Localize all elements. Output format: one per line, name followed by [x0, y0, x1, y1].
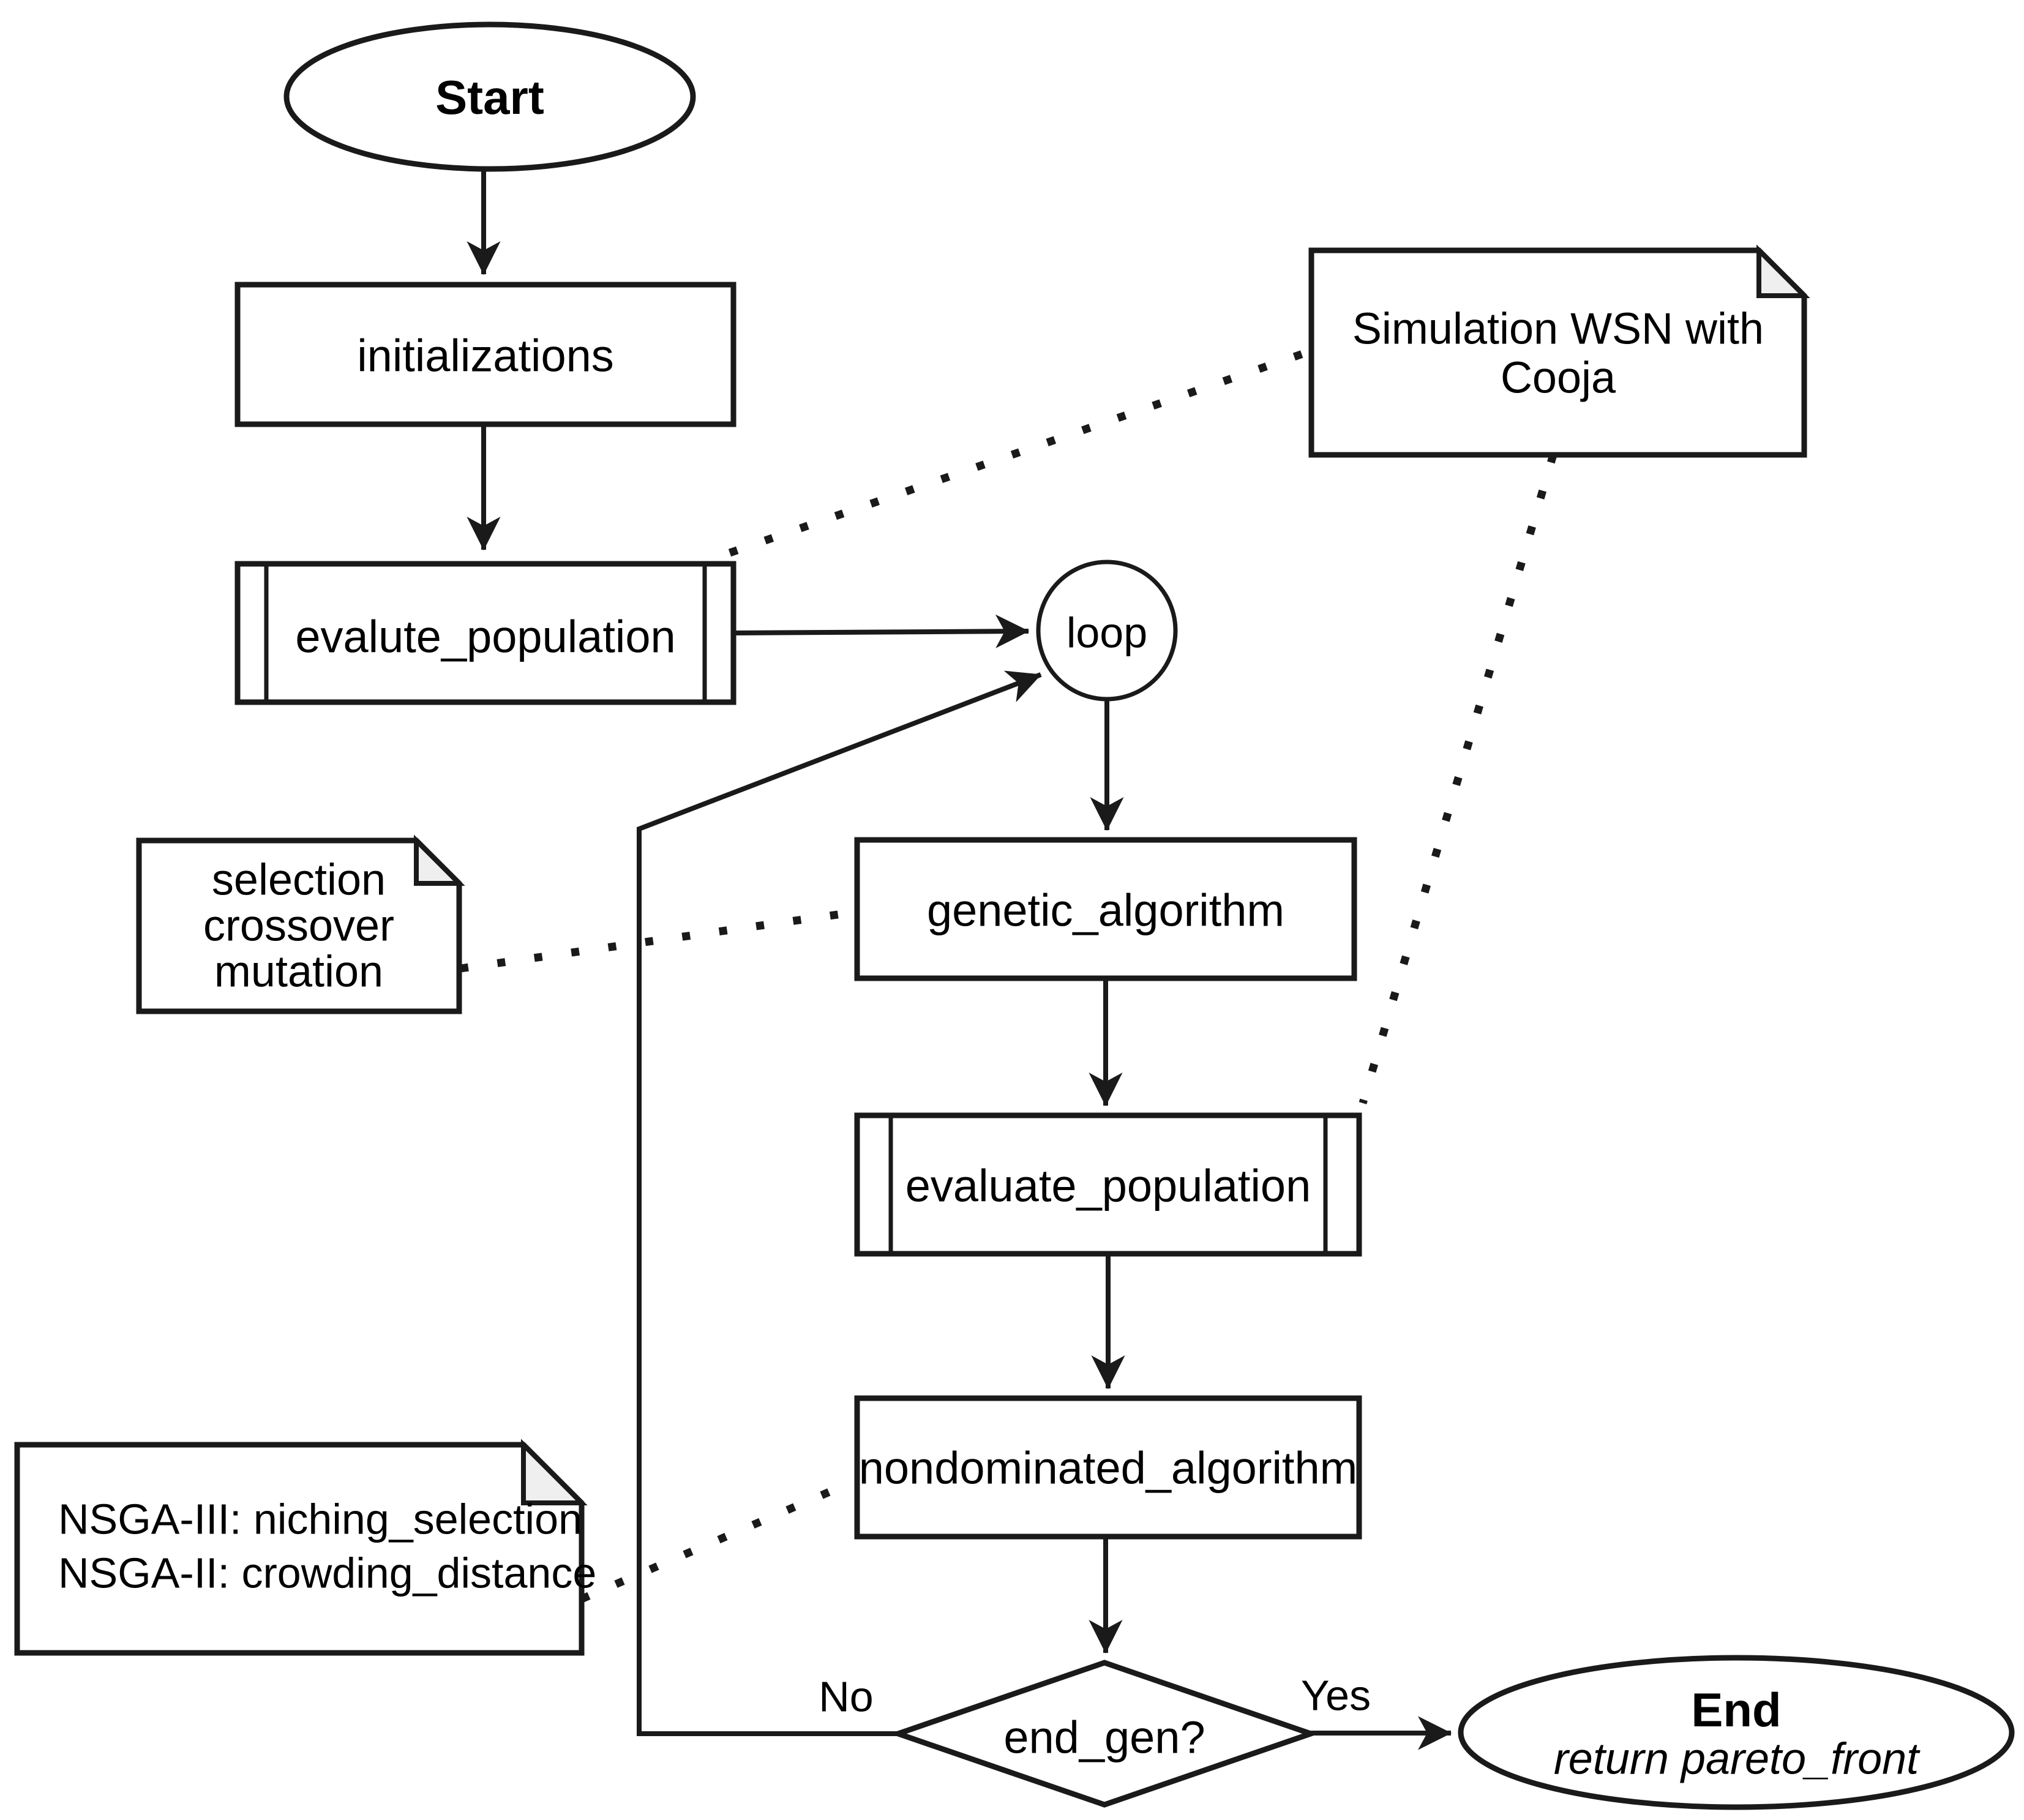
evalute-population-predefined-shape: [234, 561, 737, 705]
evalute-population-rect: [234, 561, 737, 705]
nondominated-algorithm-process-shape: [854, 1395, 1362, 1540]
genetic-ops-note-body: [136, 837, 462, 1014]
nsga-note-line-2: NSGA-II: crowding_distance: [58, 1549, 597, 1597]
genetic-ops-note-line-2: crossover: [203, 901, 395, 951]
dotted-link-genetic-ops-note-to-genetic-algorithm: [460, 908, 855, 973]
genetic-ops-note-fold-icon: [414, 834, 465, 886]
cooja-note-shape: [1308, 244, 1810, 458]
edge-end-gen-no-to-loop: [637, 670, 1042, 1736]
end-gen-label: end_gen?: [1003, 1712, 1205, 1763]
dotted-link-evalute-population-to-cooja-note: [728, 346, 1313, 557]
no-edge-label: No: [819, 1672, 874, 1721]
nsga-note-line-1: NSGA-III: niching_selection: [58, 1495, 582, 1543]
genetic-algorithm-label: genetic_algorithm: [926, 885, 1285, 936]
nsga-note-body: [14, 1442, 585, 1656]
end-label: End: [1691, 1683, 1782, 1737]
end-gen-decision-shape: [890, 1660, 1319, 1808]
genetic-ops-note-line-1: selection: [211, 855, 386, 905]
genetic-ops-note-shape: [136, 834, 465, 1014]
start-label: Start: [435, 70, 544, 125]
edge-evalute-population-to-loop: [733, 614, 1030, 648]
genetic-ops-note-line-3: mutation: [214, 947, 384, 997]
evaluate-population-rect: [854, 1112, 1362, 1257]
initializations-process-shape: [234, 282, 737, 427]
yes-edge-label: Yes: [1300, 1671, 1371, 1720]
evaluate-population-predefined-shape: [854, 1112, 1362, 1257]
cooja-note-line-2: Cooja: [1500, 353, 1616, 403]
end-terminator-shape: [1458, 1655, 2015, 1810]
nsga-note-shape: [14, 1439, 588, 1656]
cooja-note-fold-icon: [1756, 244, 1810, 298]
cooja-note-body: [1308, 247, 1807, 458]
loop-connector-shape: [1036, 560, 1178, 702]
evalute-population-label: evalute_population: [295, 611, 676, 662]
end-sublabel: return pareto_front: [1553, 1734, 1919, 1784]
cooja-note-line-1: Simulation WSN with: [1352, 304, 1764, 354]
loop-label: loop: [1066, 609, 1148, 657]
dotted-link-nsga-note-to-nondominated-algorithm: [580, 1478, 855, 1603]
dotted-link-cooja-note-to-evaluate-population: [1359, 454, 1557, 1104]
initializations-label: initializations: [357, 330, 614, 381]
nsga-note-fold-icon: [521, 1439, 588, 1505]
genetic-algorithm-process-shape: [854, 837, 1357, 981]
evaluate-population-label: evaluate_population: [905, 1160, 1311, 1211]
start-terminator-shape: [283, 21, 696, 172]
nondominated-algorithm-label: nondominated_algorithm: [858, 1442, 1358, 1494]
